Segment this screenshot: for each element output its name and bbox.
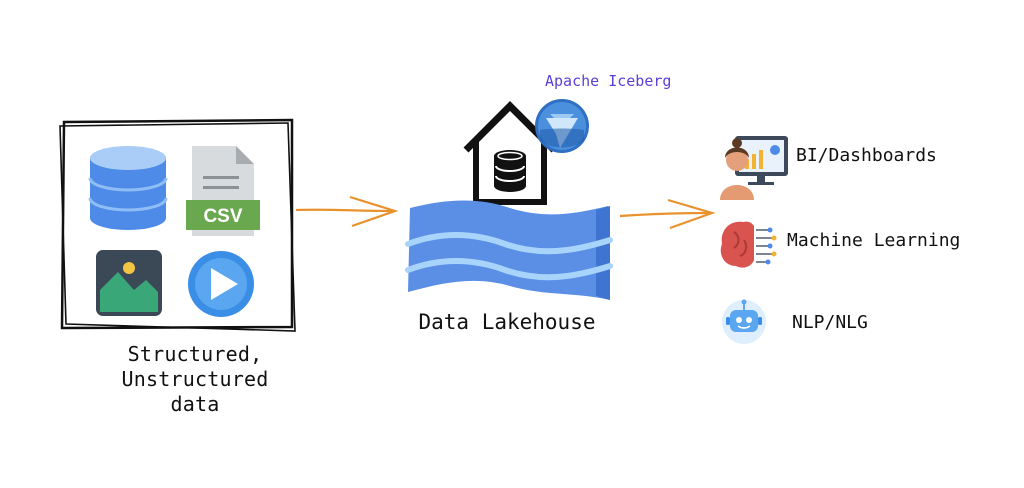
chatbot-icon	[722, 299, 766, 344]
arrow-to-lakehouse	[295, 195, 399, 228]
lakehouse-caption: Data Lakehouse	[418, 310, 596, 334]
sources-caption: Structured, Unstructured data	[70, 342, 320, 417]
video-play-icon	[188, 251, 254, 317]
output-label-nlp: NLP/NLG	[792, 312, 868, 333]
database-icon	[88, 146, 168, 230]
sources-caption-line3: data	[170, 392, 220, 416]
output-label-ml: Machine Learning	[787, 230, 961, 251]
water-waves-icon	[405, 200, 613, 300]
iceberg-icon	[535, 99, 589, 153]
output-label-bi: BI/Dashboards	[796, 145, 937, 166]
arrow-to-outputs	[619, 198, 716, 230]
iceberg-label: Apache Iceberg	[545, 72, 672, 90]
csv-file-icon: CSV	[186, 146, 260, 236]
sources-box	[59, 118, 296, 332]
sources-caption-line2: Unstructured	[121, 367, 269, 391]
csv-badge-label: CSV	[203, 206, 242, 227]
person-dashboard-icon	[720, 136, 788, 200]
image-icon	[96, 250, 162, 316]
brain-circuit-icon	[720, 221, 777, 268]
sources-caption-line1: Structured,	[127, 342, 263, 366]
